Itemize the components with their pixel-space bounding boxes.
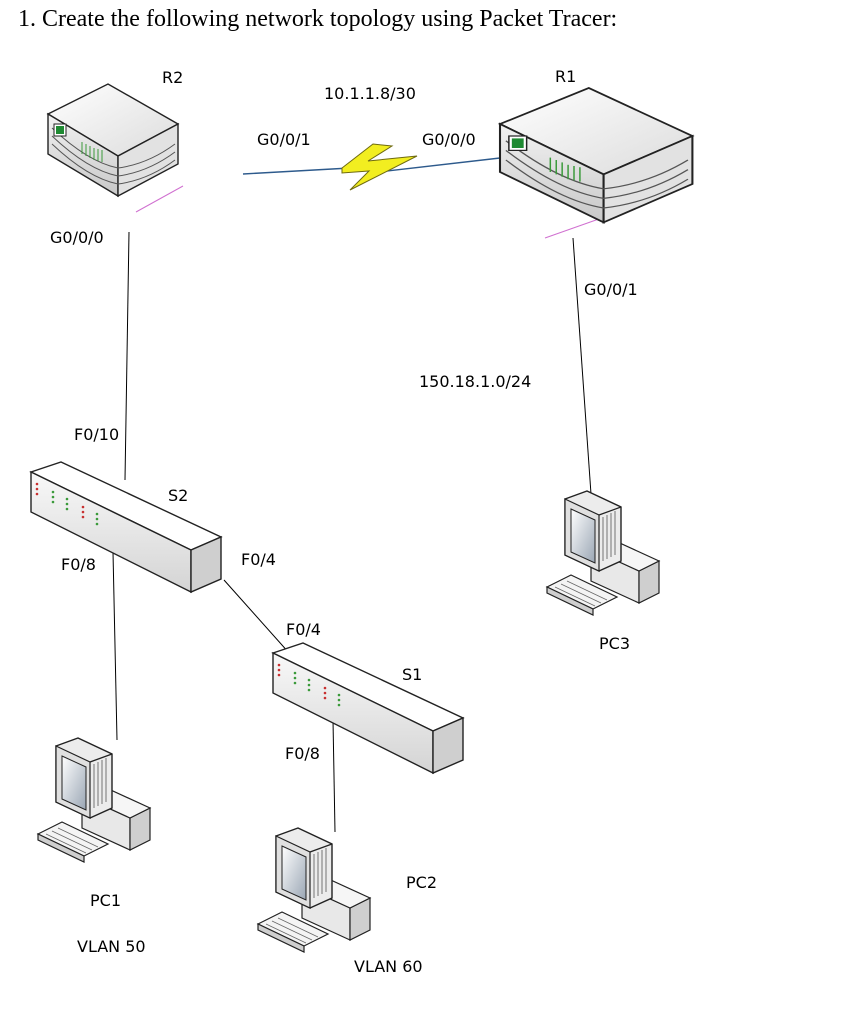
label-pc2: PC2: [406, 873, 437, 892]
label-r1: R1: [555, 67, 577, 86]
label-r1-g001: G0/0/1: [584, 280, 638, 299]
serial-link-bolt: [341, 143, 418, 191]
pc-pc1: [37, 737, 151, 863]
label-r2-g001: G0/0/1: [257, 130, 311, 149]
label-wan-network: 10.1.1.8/30: [324, 84, 416, 103]
switch-s2: [30, 461, 222, 593]
label-r2: R2: [162, 68, 184, 87]
label-lan-network: 150.18.1.0/24: [419, 372, 532, 391]
pc-pc3: [546, 490, 660, 616]
label-s2-f04: F0/4: [241, 550, 276, 569]
router-r2: [47, 83, 179, 197]
router-r1: [498, 86, 694, 224]
label-vlan-pc2: VLAN 60: [354, 957, 423, 976]
label-vlan-pc1: VLAN 50: [77, 937, 146, 956]
label-s1-f08: F0/8: [285, 744, 320, 763]
link-s2-pc1: [112, 551, 118, 741]
cable-r2-wan: [242, 167, 351, 175]
question-title: 1. Create the following network topology…: [18, 6, 618, 32]
label-s2-f010: F0/10: [74, 425, 120, 444]
link-r1-pc3: [572, 237, 592, 495]
link-s1-pc2: [332, 719, 336, 833]
label-s2: S2: [168, 486, 189, 505]
link-r2-s2: [124, 231, 130, 481]
link-s2-s1: [223, 579, 291, 655]
label-r2-g000: G0/0/0: [50, 228, 104, 247]
label-pc1: PC1: [90, 891, 121, 910]
label-s1: S1: [402, 665, 423, 684]
label-r1-g000: G0/0/0: [422, 130, 476, 149]
label-pc3: PC3: [599, 634, 630, 653]
pc-pc2: [257, 827, 371, 953]
cable-accent-r2: [135, 185, 184, 213]
label-s2-f08: F0/8: [61, 555, 96, 574]
label-s1-f04: F0/4: [286, 620, 321, 639]
cable-r1-wan: [377, 157, 501, 173]
